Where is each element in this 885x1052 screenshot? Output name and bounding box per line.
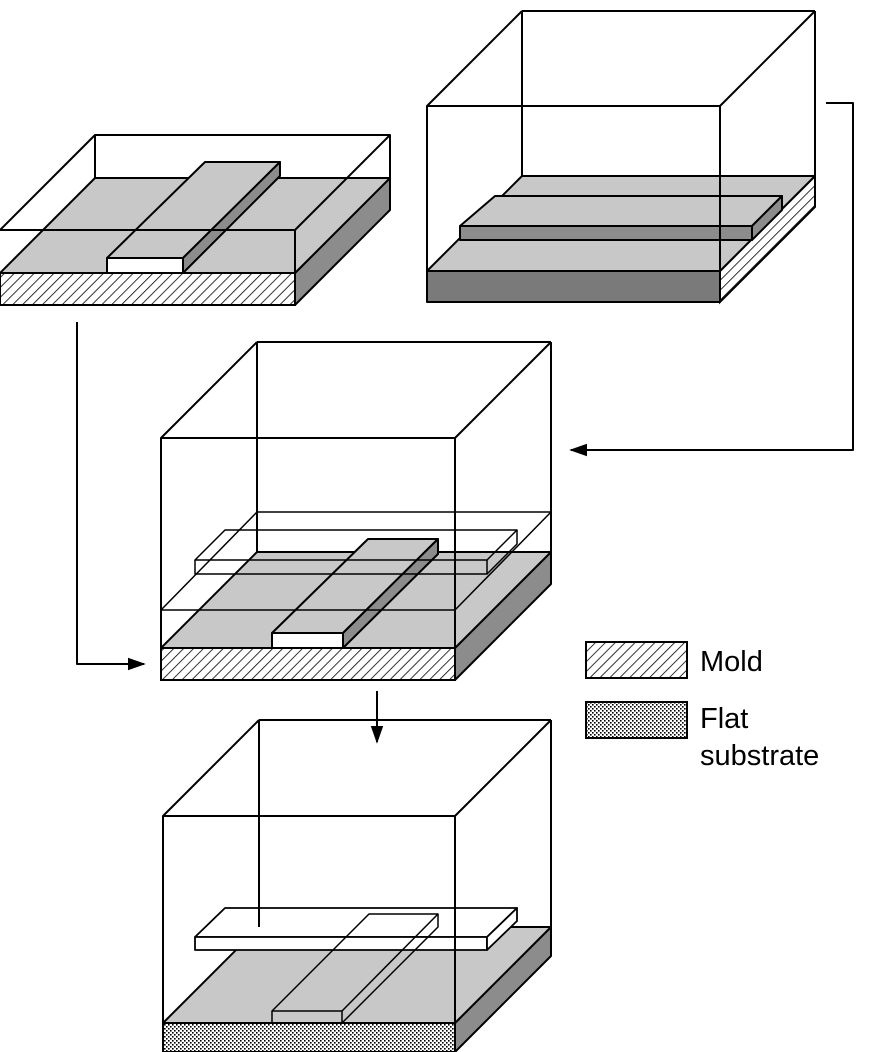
- legend-swatch-mold: [585, 641, 688, 679]
- combined-ridge-side: [342, 538, 439, 649]
- ridge-side: [182, 161, 281, 274]
- combined-mold-front: [160, 647, 456, 681]
- final-lower-channel-front: [271, 1011, 343, 1024]
- channel-front: [459, 225, 753, 241]
- channel-wire-front: [194, 560, 488, 575]
- legend-label-mold: Mold: [700, 646, 763, 678]
- flat-substrate-front: [162, 1022, 456, 1052]
- final-container-edge-tr: [454, 719, 552, 817]
- legend-swatch-flat-substrate: [585, 701, 688, 739]
- combined-container-edge-tr: [454, 341, 552, 439]
- arrow-mold-to-combined: [76, 322, 146, 671]
- final-lower-channel-side: [341, 914, 439, 1024]
- panel-mold-with-ridge: [0, 134, 391, 306]
- final-upper-channel-side: [486, 907, 518, 951]
- upper-plate-edge: [454, 511, 552, 611]
- final-upper-channel-front: [194, 936, 488, 951]
- container-front: [426, 105, 721, 272]
- combined-container-edge-tl: [160, 341, 258, 439]
- legend-label-flat-substrate-line2: substrate: [700, 740, 819, 772]
- liquid-box-edge: [294, 134, 391, 231]
- panel-cast-replica: [426, 10, 816, 305]
- channel-top: [459, 195, 783, 227]
- final-upper-channel-top: [194, 907, 518, 938]
- legend: Mold Flat substrate: [585, 641, 819, 772]
- container-edge-tl: [426, 10, 523, 107]
- final-container-front: [162, 815, 456, 1052]
- liquid-box-outline: [0, 134, 391, 231]
- channel-side: [751, 195, 783, 241]
- mold-base-front: [0, 272, 296, 306]
- container-edge-tr: [719, 10, 816, 107]
- channel-wire-side: [486, 530, 518, 575]
- legend-label-flat-substrate-line1: Flat: [700, 703, 748, 735]
- panel-combined: [160, 341, 552, 681]
- panel-final: [162, 719, 552, 1052]
- dark-base-front: [426, 270, 721, 303]
- arrow-replica-to-combined: [569, 102, 854, 457]
- combined-container-front: [160, 437, 456, 681]
- final-container-edge-tl: [162, 719, 260, 817]
